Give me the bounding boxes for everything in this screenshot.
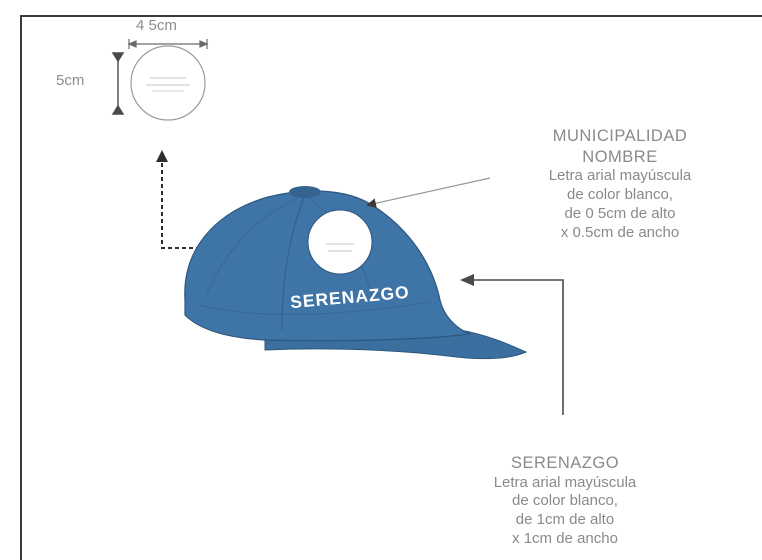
callout-font-spec: Letra arial mayúscula xyxy=(493,473,637,491)
callout-color-spec: de color blanco, xyxy=(512,492,618,510)
serenazgo-callout: SERENAZGO Letra arial mayúscula de color… xyxy=(440,453,690,549)
municipalidad-callout: MUNICIPALIDAD NOMBRE Letra arial mayúscu… xyxy=(495,126,745,242)
callout-height-spec: de 1cm de alto xyxy=(515,511,615,529)
callout-width-spec: x 1cm de ancho xyxy=(512,529,618,547)
cap-illustration xyxy=(184,186,528,360)
serenazgo-leader-line xyxy=(460,274,564,415)
callout-height-spec: de 0 5cm de alto xyxy=(564,204,676,222)
callout-subtitle: NOMBRE xyxy=(582,147,658,166)
callout-color-spec: de color blanco, xyxy=(567,186,673,203)
page-frame xyxy=(20,15,762,560)
badge-connector-arrow xyxy=(156,150,200,249)
callout-width-spec: x 0.5cm de ancho xyxy=(560,223,680,241)
width-label: 4 5cm xyxy=(136,17,177,34)
badge-sample-circle xyxy=(130,45,206,121)
callout-title: MUNICIPALIDAD xyxy=(552,127,688,145)
height-label: 5cm xyxy=(56,72,85,89)
callout-title: SERENAZGO xyxy=(510,454,620,472)
height-dimension-line xyxy=(111,52,125,115)
width-dimension-line xyxy=(127,39,209,49)
callout-font-spec: Letra arial mayúscula xyxy=(548,167,692,185)
municipalidad-leader-line xyxy=(366,177,491,209)
